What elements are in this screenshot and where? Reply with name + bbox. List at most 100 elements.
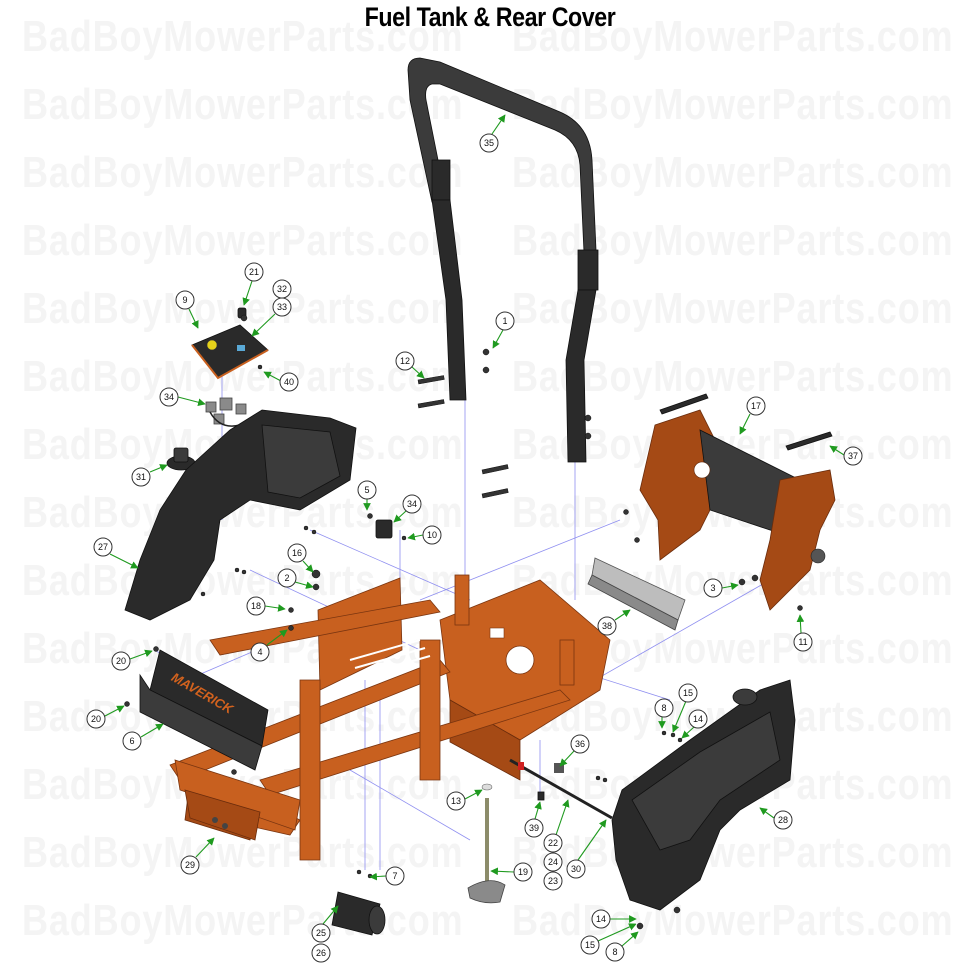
callout-20: 20 — [111, 651, 131, 671]
callout-24: 24 — [543, 852, 563, 872]
callout-30: 30 — [566, 859, 586, 879]
svg-text:2: 2 — [284, 573, 289, 583]
svg-text:17: 17 — [751, 401, 761, 411]
svg-text:29: 29 — [185, 860, 195, 870]
callout-14: 14 — [688, 709, 708, 729]
leader-arrows — [104, 114, 845, 947]
svg-text:11: 11 — [798, 637, 807, 647]
callout-25: 25 — [311, 923, 331, 943]
callout-8b: 8 — [605, 942, 625, 962]
fuel-pickup-part-19 — [467, 783, 506, 904]
callout-38: 38 — [597, 616, 617, 636]
svg-text:6: 6 — [129, 736, 134, 746]
control-panel-part-33 — [191, 307, 269, 380]
rear-bumper-part-29 — [174, 759, 301, 841]
relay-part-34 — [367, 513, 407, 541]
callout-7: 7 — [385, 866, 405, 886]
svg-text:24: 24 — [548, 857, 558, 867]
callout-21: 21 — [244, 262, 264, 282]
svg-text:21: 21 — [249, 267, 259, 277]
svg-text:35: 35 — [484, 138, 494, 148]
callout-36: 36 — [570, 734, 590, 754]
callout-34b: 34 — [402, 494, 422, 514]
svg-text:28: 28 — [778, 815, 788, 825]
callout-32: 32 — [272, 279, 292, 299]
svg-text:34: 34 — [164, 392, 174, 402]
svg-text:12: 12 — [400, 356, 410, 366]
svg-text:15: 15 — [683, 688, 693, 698]
callout-35: 35 — [479, 133, 499, 153]
callout-bubbles: 35 21 32 33 9 40 1 12 34 31 17 37 5 34 1… — [86, 133, 863, 963]
svg-text:14: 14 — [596, 914, 606, 924]
fuel-line-rod-part-22 — [509, 758, 613, 820]
svg-text:20: 20 — [91, 714, 101, 724]
svg-text:39: 39 — [529, 823, 539, 833]
callout-18: 18 — [246, 596, 266, 616]
callout-19: 19 — [513, 862, 533, 882]
svg-text:30: 30 — [571, 864, 581, 874]
deflector-part-38 — [587, 557, 686, 631]
callout-2: 2 — [277, 568, 297, 588]
callout-29: 29 — [180, 855, 200, 875]
svg-text:22: 22 — [548, 838, 558, 848]
svg-text:26: 26 — [316, 948, 326, 958]
svg-text:36: 36 — [575, 739, 585, 749]
rollover-bar-part-35 — [407, 57, 599, 499]
callout-28: 28 — [773, 810, 793, 830]
callout-8: 8 — [654, 698, 674, 718]
callout-26: 26 — [311, 943, 331, 963]
svg-text:19: 19 — [518, 867, 528, 877]
callout-40: 40 — [279, 372, 299, 392]
svg-text:25: 25 — [316, 928, 326, 938]
svg-text:32: 32 — [277, 284, 287, 294]
callout-17: 17 — [746, 396, 766, 416]
svg-text:40: 40 — [284, 377, 294, 387]
svg-text:33: 33 — [277, 302, 287, 312]
canister-part-25 — [331, 869, 386, 936]
callout-20b: 20 — [86, 709, 106, 729]
svg-text:14: 14 — [693, 714, 703, 724]
svg-text:3: 3 — [710, 583, 715, 593]
svg-text:31: 31 — [136, 472, 146, 482]
svg-text:4: 4 — [257, 647, 262, 657]
svg-text:8: 8 — [612, 947, 617, 957]
callout-5: 5 — [357, 480, 377, 500]
svg-text:38: 38 — [602, 621, 612, 631]
svg-text:8: 8 — [661, 703, 666, 713]
callout-39: 39 — [524, 818, 544, 838]
svg-text:34: 34 — [407, 499, 417, 509]
right-fuel-tank-part-28 — [611, 679, 796, 930]
callout-23: 23 — [543, 871, 563, 891]
callout-22: 22 — [543, 833, 563, 853]
svg-text:16: 16 — [292, 548, 302, 558]
callout-34: 34 — [159, 387, 179, 407]
callout-6: 6 — [122, 731, 142, 751]
callout-10: 10 — [422, 525, 442, 545]
callout-13: 13 — [446, 791, 466, 811]
callout-3: 3 — [703, 578, 723, 598]
wiring-harness-part-34 — [205, 397, 247, 427]
svg-text:20: 20 — [116, 656, 126, 666]
svg-text:10: 10 — [427, 530, 437, 540]
callout-15: 15 — [678, 683, 698, 703]
svg-text:15: 15 — [585, 940, 595, 950]
hardware — [124, 314, 803, 783]
callout-15b: 15 — [580, 935, 600, 955]
callout-12: 12 — [395, 351, 415, 371]
callout-4: 4 — [250, 642, 270, 662]
svg-text:23: 23 — [548, 876, 558, 886]
callout-1: 1 — [495, 311, 515, 331]
right-side-cover-part-17 — [639, 393, 836, 611]
left-fuel-tank-part-27 — [124, 409, 357, 621]
page-title: Fuel Tank & Rear Cover — [364, 2, 616, 32]
svg-text:5: 5 — [364, 485, 369, 495]
callout-31: 31 — [131, 467, 151, 487]
callout-9: 9 — [175, 290, 195, 310]
callout-11: 11 — [793, 632, 813, 652]
callout-16: 16 — [287, 543, 307, 563]
svg-text:18: 18 — [251, 601, 261, 611]
callout-33: 33 — [272, 297, 292, 317]
fuel-cap-part-31 — [166, 447, 196, 471]
callout-37: 37 — [843, 446, 863, 466]
svg-text:9: 9 — [182, 295, 187, 305]
